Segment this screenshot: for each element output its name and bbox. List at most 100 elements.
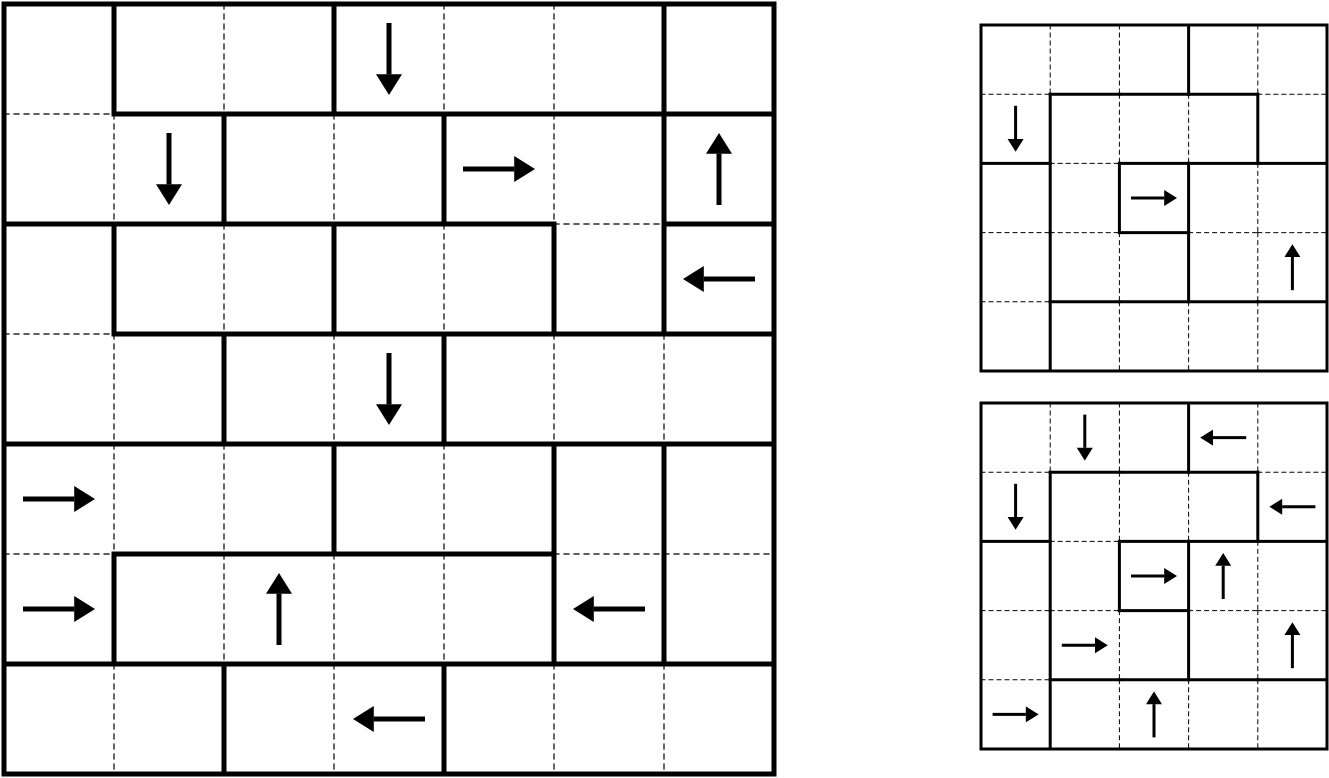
grid-cell[interactable] bbox=[1050, 302, 1119, 371]
arrow-left-icon bbox=[353, 706, 425, 732]
grid-cell[interactable] bbox=[1119, 403, 1188, 472]
grid-cell[interactable] bbox=[664, 554, 774, 664]
grid-cell[interactable] bbox=[444, 224, 554, 334]
grid-cell[interactable] bbox=[4, 114, 114, 224]
grid-cell[interactable] bbox=[4, 664, 114, 774]
grid-cell[interactable] bbox=[1189, 302, 1258, 371]
grid-cell[interactable] bbox=[224, 444, 334, 554]
grid-cell[interactable] bbox=[1189, 25, 1258, 94]
grid-cell[interactable] bbox=[554, 444, 664, 554]
arrow-left-icon bbox=[573, 596, 645, 622]
grid-border bbox=[979, 401, 1329, 751]
grid-cell[interactable] bbox=[981, 302, 1050, 371]
grid-cell[interactable] bbox=[1189, 611, 1258, 680]
grid-cell[interactable] bbox=[334, 554, 444, 664]
grid-cell[interactable] bbox=[1258, 94, 1327, 163]
grid-cell[interactable] bbox=[1189, 94, 1258, 163]
grid-cell[interactable] bbox=[1119, 233, 1188, 302]
grid-cell[interactable] bbox=[1189, 472, 1258, 541]
grid-cell[interactable] bbox=[334, 224, 444, 334]
grid-cell[interactable] bbox=[1050, 25, 1119, 94]
grid-cell[interactable] bbox=[4, 4, 114, 114]
grid-cell[interactable] bbox=[224, 664, 334, 774]
grid-border bbox=[1, 1, 777, 777]
grid-cell[interactable] bbox=[1258, 403, 1327, 472]
grid-cell[interactable] bbox=[224, 224, 334, 334]
grid-cell[interactable] bbox=[1258, 302, 1327, 371]
grid-cell[interactable] bbox=[981, 611, 1050, 680]
grid-cell[interactable] bbox=[1119, 302, 1188, 371]
grid-cell[interactable] bbox=[1050, 94, 1119, 163]
grid-cell[interactable] bbox=[664, 444, 774, 554]
arrow-right-icon bbox=[23, 596, 95, 622]
arrow-up-icon bbox=[266, 573, 292, 645]
arrow-up-icon bbox=[1284, 622, 1301, 669]
grid-cell[interactable] bbox=[444, 4, 554, 114]
grid-cell[interactable] bbox=[114, 224, 224, 334]
arrow-up-icon bbox=[1284, 244, 1301, 291]
grid-cell[interactable] bbox=[1050, 680, 1119, 749]
grid-cell[interactable] bbox=[444, 334, 554, 444]
grid-cell[interactable] bbox=[444, 664, 554, 774]
grid-cell[interactable] bbox=[554, 114, 664, 224]
arrow-right-icon bbox=[23, 486, 95, 512]
arrow-down-icon bbox=[1076, 414, 1093, 461]
grid-cell[interactable] bbox=[224, 334, 334, 444]
grid-cell[interactable] bbox=[1189, 163, 1258, 232]
grid-cell[interactable] bbox=[554, 224, 664, 334]
grid-cell[interactable] bbox=[981, 25, 1050, 94]
grid-cell[interactable] bbox=[664, 334, 774, 444]
arrow-up-icon bbox=[706, 133, 732, 205]
grid-border bbox=[979, 23, 1329, 373]
grid-cell[interactable] bbox=[1258, 25, 1327, 94]
grid-cell[interactable] bbox=[1050, 541, 1119, 610]
arrow-right-icon bbox=[1061, 637, 1108, 654]
arrow-down-icon bbox=[156, 133, 182, 205]
grid-cell[interactable] bbox=[4, 224, 114, 334]
grid-cell[interactable] bbox=[334, 444, 444, 554]
grid-cell[interactable] bbox=[114, 554, 224, 664]
grid-cell[interactable] bbox=[1258, 541, 1327, 610]
arrow-down-icon bbox=[1007, 483, 1024, 530]
grid-cell[interactable] bbox=[4, 334, 114, 444]
grid-cell[interactable] bbox=[1119, 94, 1188, 163]
grid-cell[interactable] bbox=[1119, 25, 1188, 94]
grid-cell[interactable] bbox=[444, 444, 554, 554]
grid-cell[interactable] bbox=[1050, 233, 1119, 302]
main-puzzle-grid bbox=[1, 1, 777, 777]
arrow-down-icon bbox=[376, 353, 402, 425]
arrow-right-icon bbox=[463, 156, 535, 182]
grid-cell[interactable] bbox=[664, 664, 774, 774]
arrow-right-icon bbox=[1131, 190, 1177, 206]
grid-cell[interactable] bbox=[1050, 163, 1119, 232]
grid-cell[interactable] bbox=[981, 163, 1050, 232]
grid-cell[interactable] bbox=[1050, 472, 1119, 541]
grid-cell[interactable] bbox=[981, 541, 1050, 610]
grid-cell[interactable] bbox=[1189, 680, 1258, 749]
arrow-left-icon bbox=[1269, 498, 1316, 515]
grid-cell[interactable] bbox=[981, 233, 1050, 302]
grid-cell[interactable] bbox=[554, 4, 664, 114]
grid-cell[interactable] bbox=[114, 4, 224, 114]
arrow-left-icon bbox=[1200, 429, 1247, 446]
grid-cell[interactable] bbox=[554, 334, 664, 444]
grid-cell[interactable] bbox=[664, 4, 774, 114]
grid-cell[interactable] bbox=[1258, 680, 1327, 749]
grid-cell[interactable] bbox=[444, 554, 554, 664]
arrow-up-icon bbox=[1146, 691, 1162, 738]
arrow-right-icon bbox=[1131, 568, 1177, 584]
grid-cell[interactable] bbox=[224, 4, 334, 114]
grid-cell[interactable] bbox=[554, 664, 664, 774]
grid-cell[interactable] bbox=[334, 114, 444, 224]
grid-cell[interactable] bbox=[1119, 611, 1188, 680]
grid-cell[interactable] bbox=[114, 444, 224, 554]
grid-cell[interactable] bbox=[224, 114, 334, 224]
grid-cell[interactable] bbox=[1189, 233, 1258, 302]
arrow-left-icon bbox=[683, 266, 755, 292]
grid-cell[interactable] bbox=[114, 664, 224, 774]
grid-cell[interactable] bbox=[981, 403, 1050, 472]
grid-cell[interactable] bbox=[1119, 472, 1188, 541]
grid-cell[interactable] bbox=[114, 334, 224, 444]
grid-cell[interactable] bbox=[1258, 163, 1327, 232]
